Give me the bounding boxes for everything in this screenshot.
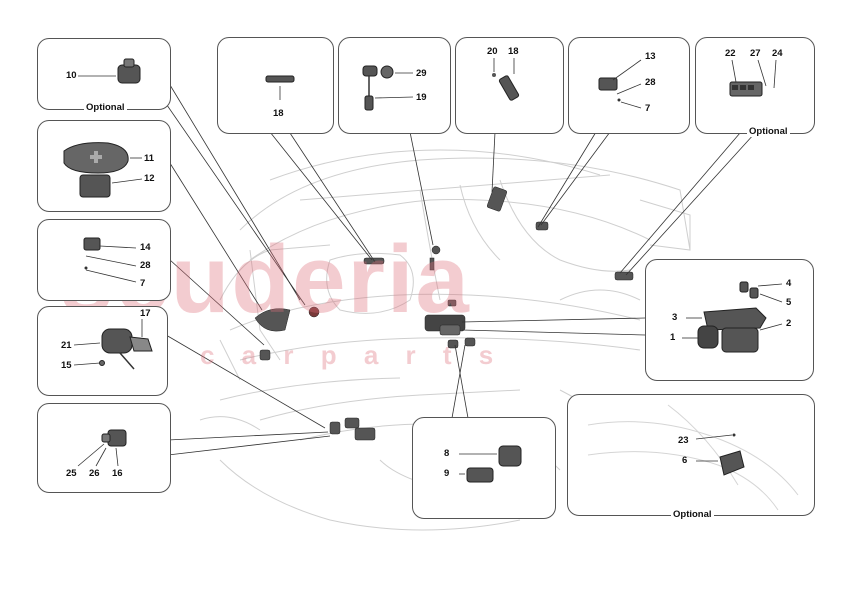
switch-part-icon [83,237,137,283]
part-number-left: 20 [487,46,498,57]
callout-box-20-18: 20 18 [455,37,564,134]
part-number-26: 26 [89,468,100,479]
part-number-21: 21 [61,340,72,351]
callout-box-22-27-24: 22 27 24 [695,37,815,134]
part-number-16: 16 [112,468,123,479]
callout-box-13-28-7: 13 28 7 [568,37,690,134]
part-number-17: 17 [140,308,151,319]
callout-box-17-21-15: 17 21 15 [37,306,168,396]
optional-label: Optional [747,126,790,137]
part-number-9: 9 [444,468,450,479]
part-number-13: 13 [645,51,656,62]
part-number-8: 8 [444,448,450,459]
part-number-15: 15 [61,360,72,371]
switch-part-icon [459,445,522,483]
callout-box-11-12: 11 12 [37,120,171,212]
part-number-22: 22 [725,48,736,59]
part-number: 10 [66,70,77,81]
part-number-28: 28 [645,77,656,88]
part-number-25: 25 [66,468,77,479]
part-number-right: 18 [508,46,519,57]
part-number-11: 11 [144,153,155,164]
switch-part-icon [78,58,141,84]
callout-box-23-6: 23 6 [567,394,815,516]
part-number-12: 12 [144,173,155,184]
part-number-bottom: 19 [416,92,427,103]
callout-box-14-28-7: 14 28 7 [37,219,171,301]
part-number-14: 14 [140,242,151,253]
part-number-1: 1 [670,332,676,343]
callout-box-25-26-16: 25 26 16 [37,403,171,493]
part-number-28: 28 [140,260,151,271]
part-number-top: 29 [416,68,427,79]
callout-box-1-5: 4 5 3 2 1 [645,259,814,381]
optional-label: Optional [84,102,127,113]
switch-part-icon [598,59,642,109]
switch-panel-part-icon [729,59,777,97]
part-number-27: 27 [750,48,761,59]
sensor-bar-part-icon [492,58,520,101]
part-number-7: 7 [645,103,651,114]
callout-box-8-9: 8 9 [412,417,556,519]
callout-box-18: 18 [217,37,334,134]
part-number-7: 7 [140,278,146,289]
optional-label: Optional [671,509,714,520]
pump-part-icon [73,319,153,370]
sensor-part-icon [265,75,295,100]
part-number-2: 2 [786,318,792,329]
harness-part-icon [362,65,414,111]
actuator-assembly-part-icon [682,281,783,353]
console-switch-part-icon [587,404,799,511]
part-number-6: 6 [682,455,688,466]
part-number-4: 4 [786,278,792,289]
part-number-3: 3 [672,312,678,323]
part-number: 18 [273,108,284,119]
callout-box-29-19: 29 19 [338,37,451,134]
callout-box-10: 10 [37,38,171,110]
part-number-24: 24 [772,48,783,59]
part-number-23: 23 [678,435,689,446]
sensor-part-icon [77,429,127,467]
part-number-5: 5 [786,297,792,308]
airbag-cover-part-icon [63,142,143,198]
